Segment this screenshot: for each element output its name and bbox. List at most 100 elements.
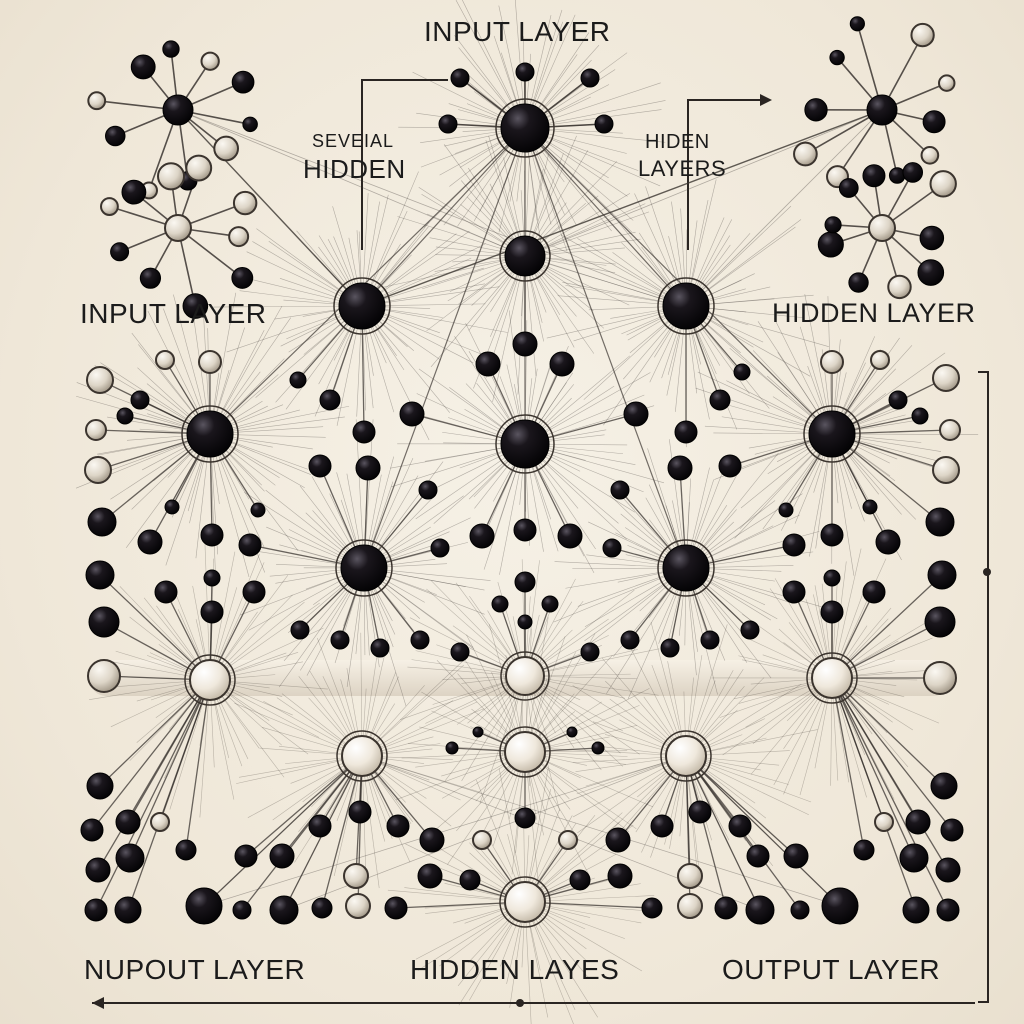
neuron-node — [438, 114, 458, 134]
neuron-node — [85, 560, 115, 590]
neuron-node — [137, 529, 163, 555]
neuron-node — [927, 560, 957, 590]
connection-line — [361, 127, 526, 307]
connection-line — [685, 755, 809, 816]
connection-line — [426, 588, 526, 677]
neuron-node — [175, 839, 197, 861]
neuron-node — [594, 114, 614, 134]
connection-line — [804, 294, 833, 435]
neuron-node — [674, 420, 698, 444]
connection-line — [125, 433, 211, 549]
connection-line — [209, 602, 320, 681]
neuron-node — [121, 179, 147, 205]
connection-line — [209, 292, 237, 435]
neuron-node-light — [189, 659, 231, 701]
neuron-node — [105, 125, 126, 147]
neuron-node — [558, 830, 578, 850]
bottom-axis-arrowhead-left — [92, 997, 104, 1009]
connection-lines — [75, 0, 979, 1024]
neuron-node — [714, 896, 738, 920]
hub-ring — [333, 277, 391, 335]
neuron-node — [340, 544, 388, 592]
neuron-node — [718, 454, 742, 478]
neuron-node — [228, 226, 250, 248]
neuron-node — [290, 620, 310, 640]
hub-ring — [657, 277, 715, 335]
neuron-node — [862, 499, 878, 515]
neuron-node — [238, 533, 262, 557]
connection-line — [831, 677, 949, 911]
connection-line — [234, 702, 363, 757]
hidden-callout-label: HIDDEN — [303, 154, 406, 184]
connection-line — [685, 452, 779, 569]
connection-line — [524, 109, 883, 257]
connection-line — [524, 150, 589, 257]
neuron-node — [232, 190, 258, 216]
neuron-node — [778, 502, 794, 518]
neuron-node — [418, 480, 438, 500]
neuron-node — [87, 659, 121, 693]
neuron-node — [231, 70, 255, 94]
hub-ring — [335, 539, 393, 597]
callout-bracket-left — [361, 79, 448, 250]
neuron-node — [445, 741, 459, 755]
connection-line — [524, 675, 621, 754]
connection-line — [475, 779, 526, 903]
neuron-node — [888, 390, 908, 410]
neuron-node — [541, 595, 559, 613]
neuron-node — [116, 407, 134, 425]
neuron-node — [115, 843, 145, 873]
connection-line — [685, 755, 841, 907]
neuron-node — [849, 16, 865, 32]
connection-line — [524, 901, 574, 1024]
connection-line — [685, 755, 812, 803]
connection-line — [524, 895, 655, 903]
neuron-node — [200, 51, 220, 71]
neuron-node — [515, 62, 535, 82]
neuron-node — [940, 818, 964, 842]
connection-line — [697, 371, 833, 435]
neuron-node — [512, 331, 538, 357]
neuron-node — [733, 363, 751, 381]
neuron-node — [804, 98, 828, 122]
connection-line — [734, 433, 833, 539]
connection-line — [524, 675, 659, 696]
several-label: SEVEIAL — [312, 131, 395, 151]
neuron-node — [319, 389, 341, 411]
neuron-node — [930, 772, 958, 800]
connection-line — [685, 219, 802, 307]
connection-line — [548, 263, 687, 307]
connection-line — [226, 305, 363, 353]
connection-line — [722, 677, 833, 756]
connection-line — [524, 211, 650, 257]
neuron-node — [902, 896, 930, 924]
hub-ring — [657, 539, 715, 597]
neuron-node — [641, 897, 663, 919]
neuron-node — [491, 595, 509, 613]
neuron-node — [922, 110, 946, 134]
neuron-node — [386, 814, 410, 838]
callout-bracket-right — [687, 99, 762, 250]
neuron-node — [820, 600, 844, 624]
neuron-node — [899, 843, 929, 873]
neuron-node — [154, 580, 178, 604]
connection-line — [203, 755, 687, 907]
neuron-node — [289, 371, 307, 389]
neuron-node — [875, 529, 901, 555]
connection-line — [524, 127, 687, 569]
neuron-node — [700, 630, 720, 650]
connection-line — [524, 675, 602, 771]
hub-ring — [660, 730, 712, 782]
neuron-node — [410, 630, 430, 650]
connection-line — [209, 317, 292, 435]
connection-line — [831, 677, 949, 871]
connection-line — [685, 755, 727, 909]
neuron-node — [557, 523, 583, 549]
neuron-node — [740, 620, 760, 640]
neuron-node — [86, 772, 114, 800]
connection-line — [361, 701, 478, 757]
connection-line — [650, 622, 687, 757]
neuron-node — [469, 523, 495, 549]
neuron-node — [902, 162, 924, 183]
neuron-node — [330, 630, 350, 650]
